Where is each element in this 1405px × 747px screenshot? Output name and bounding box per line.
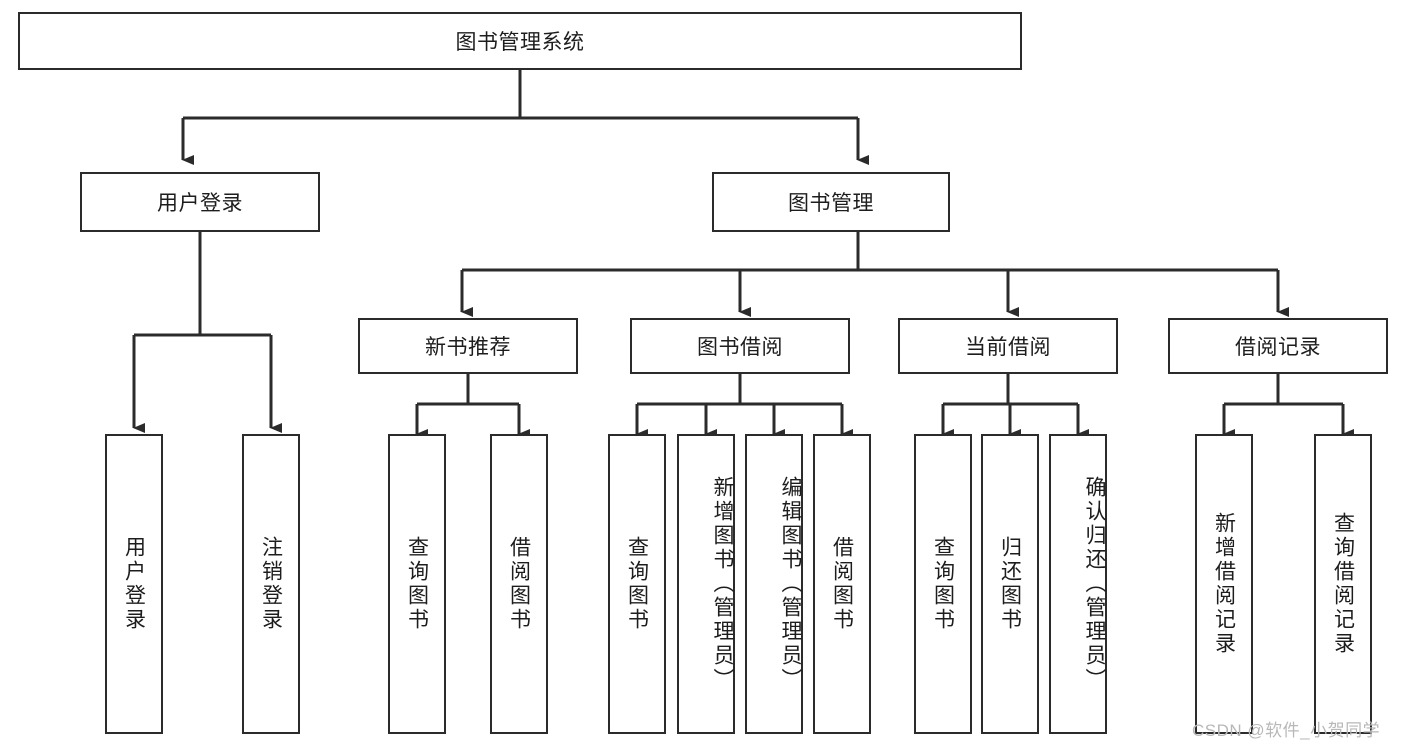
leaf-add-borrow-record-label: 新增借阅记录 xyxy=(1212,512,1236,656)
node-user-login[interactable]: 用户登录 xyxy=(80,172,320,232)
leaf-query-borrow-record-label: 查询借阅记录 xyxy=(1331,512,1355,656)
leaf-logout-label: 注销登录 xyxy=(259,536,283,632)
csdn-watermark: CSDN @软件_小贺同学 xyxy=(1192,721,1381,740)
leaf-query-book-borrow-label: 查询图书 xyxy=(625,536,649,632)
node-current-borrow-label: 当前借阅 xyxy=(965,336,1051,359)
leaf-edit-book-admin-label: 编辑图书（管理员） xyxy=(779,476,802,692)
leaf-borrow-book-label: 借阅图书 xyxy=(830,536,854,632)
leaf-confirm-return-admin[interactable]: 确认归还（管理员） xyxy=(1049,434,1107,734)
leaf-edit-book-admin[interactable]: 编辑图书（管理员） xyxy=(745,434,803,734)
leaf-return-book-label: 归还图书 xyxy=(998,536,1022,632)
leaf-query-book-recommend-label: 查询图书 xyxy=(405,536,429,632)
node-root[interactable]: 图书管理系统 xyxy=(18,12,1022,70)
node-book-management-label: 图书管理 xyxy=(788,192,874,215)
node-new-book-recommend-label: 新书推荐 xyxy=(425,336,511,359)
node-borrow-record[interactable]: 借阅记录 xyxy=(1168,318,1388,374)
node-book-borrow[interactable]: 图书借阅 xyxy=(630,318,850,374)
node-user-login-label: 用户登录 xyxy=(157,192,243,215)
leaf-query-book-borrow[interactable]: 查询图书 xyxy=(608,434,666,734)
leaf-user-login[interactable]: 用户登录 xyxy=(105,434,163,734)
leaf-user-login-label: 用户登录 xyxy=(122,536,146,632)
leaf-logout[interactable]: 注销登录 xyxy=(242,434,300,734)
leaf-query-book-current[interactable]: 查询图书 xyxy=(914,434,972,734)
leaf-borrow-book-recommend[interactable]: 借阅图书 xyxy=(490,434,548,734)
leaf-add-book-admin-label: 新增图书（管理员） xyxy=(711,476,734,692)
leaf-query-borrow-record[interactable]: 查询借阅记录 xyxy=(1314,434,1372,734)
node-borrow-record-label: 借阅记录 xyxy=(1235,336,1321,359)
node-current-borrow[interactable]: 当前借阅 xyxy=(898,318,1118,374)
node-book-management[interactable]: 图书管理 xyxy=(712,172,950,232)
leaf-query-book-recommend[interactable]: 查询图书 xyxy=(388,434,446,734)
node-book-borrow-label: 图书借阅 xyxy=(697,336,783,359)
node-new-book-recommend[interactable]: 新书推荐 xyxy=(358,318,578,374)
leaf-return-book[interactable]: 归还图书 xyxy=(981,434,1039,734)
leaf-borrow-book[interactable]: 借阅图书 xyxy=(813,434,871,734)
leaf-confirm-return-admin-label: 确认归还（管理员） xyxy=(1083,476,1106,692)
leaf-add-borrow-record[interactable]: 新增借阅记录 xyxy=(1195,434,1253,734)
leaf-add-book-admin[interactable]: 新增图书（管理员） xyxy=(677,434,735,734)
leaf-query-book-current-label: 查询图书 xyxy=(931,536,955,632)
node-root-label: 图书管理系统 xyxy=(455,31,585,54)
leaf-borrow-book-recommend-label: 借阅图书 xyxy=(507,536,531,632)
